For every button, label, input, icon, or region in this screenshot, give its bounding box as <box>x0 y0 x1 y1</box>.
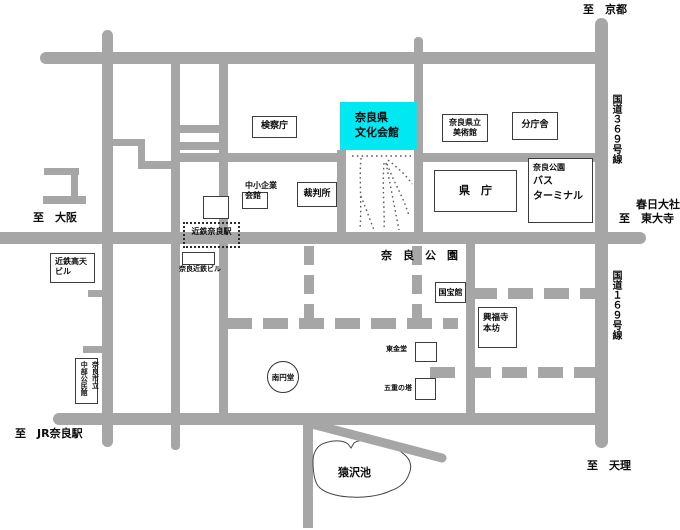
nara-kintetsu-building-label: 奈良近鉄ビル <box>179 265 221 273</box>
label-to-osaka: 至 大阪 <box>33 211 77 224</box>
sme-hall-line1: 中小企業 <box>245 181 277 190</box>
label-kasuga-taisha: 春日大社 <box>636 198 680 211</box>
road-west-stub-h1 <box>44 168 79 175</box>
bus-terminal-line3: ターミナル <box>533 190 583 202</box>
five-story-pagoda-label: 五重の塔 <box>384 384 412 392</box>
building-box-tokondo <box>415 342 437 362</box>
dashed-road-vertical-west <box>304 246 314 323</box>
road-zigzag-h1 <box>111 139 145 146</box>
road-top-horizontal <box>40 52 601 64</box>
building-box-sme-hall <box>242 192 268 209</box>
road-culturehall-west-vertical <box>337 150 346 243</box>
label-to-tenri: 至 天理 <box>587 459 631 472</box>
road-bottom-horizontal <box>53 413 602 425</box>
road-pond-vertical <box>303 413 313 528</box>
road-ladder-left-vertical <box>171 57 180 450</box>
label-route-369: 国道３６９号線 <box>610 94 621 164</box>
sarusawa-pond-shape <box>312 439 412 498</box>
road-diagonal-southeast <box>303 418 447 463</box>
road-park-center-vertical <box>466 237 475 418</box>
dashed-road-horizontal-lower <box>430 367 595 378</box>
community-center-col2: 中部公民館 <box>80 361 89 396</box>
kofukuji-line2: 本坊 <box>483 323 501 334</box>
building-label: 分庁舎 <box>521 120 549 131</box>
building-prefectural-office: 県 庁 <box>434 170 517 212</box>
building-box-nara-kintetsu-building <box>182 252 215 265</box>
bus-terminal-line2: バス <box>533 176 553 187</box>
building-box-five-story-pagoda <box>415 378 436 400</box>
building-label: 県 庁 <box>459 184 492 198</box>
building-nara-park-bus-terminal: 奈良公園 バス ターミナル <box>528 158 593 223</box>
road-ladder-rung-1 <box>171 125 228 133</box>
building-sme-hall-label: 中小企業 会館 <box>245 181 277 200</box>
kintetsu-nara-station-box: 近鉄奈良駅 <box>183 222 240 248</box>
road-culturehall-east-vertical <box>414 37 423 243</box>
building-national-treasure-hall: 国宝館 <box>435 282 466 303</box>
building-prosecutors-office: 検察庁 <box>252 116 297 138</box>
sme-hall-line2: 会館 <box>245 190 261 200</box>
tokondo-label: 東金堂 <box>386 345 407 353</box>
building-nanendo-circle: 南円堂 <box>267 361 299 393</box>
park-paths-dotted-area <box>348 149 413 232</box>
label-sarusawa-pond: 猿沢池 <box>338 466 371 479</box>
label-to-todaiji: 至 東大寺 <box>619 212 674 225</box>
building-prefectural-art-museum: 奈良県立 美術館 <box>442 114 488 142</box>
dashed-road-horizontal-upper <box>472 288 595 299</box>
building-box-city-community-center: 奈良市立 中部公民館 <box>75 358 100 404</box>
takama-line1: 近鉄高天 <box>55 257 87 266</box>
building-label-line1: 奈良県立 <box>449 118 481 127</box>
community-center-label: 奈良市立 中部公民館 <box>78 359 100 396</box>
building-label: 検察庁 <box>260 121 288 132</box>
label-nara-park: 奈 良 公 園 <box>381 249 458 262</box>
label-to-kyoto: 至 京都 <box>583 3 627 16</box>
kintetsu-nara-station-label: 近鉄奈良駅 <box>191 227 232 236</box>
label-route-169: 国道１６９号線 <box>610 270 621 340</box>
building-nara-prefectural-culture-hall: 奈良県 文化会館 <box>340 102 417 150</box>
building-kofukuji-hombo: 興福寺 本坊 <box>478 307 517 348</box>
road-zigzag-v <box>138 139 145 168</box>
road-mid-horizontal-east <box>414 153 601 162</box>
road-ladder-right-vertical <box>219 57 228 419</box>
road-west-stub-v <box>71 168 78 203</box>
road-stub-290 <box>88 290 106 297</box>
dashed-road-vertical-east <box>412 246 422 324</box>
building-label: 裁判所 <box>303 188 331 199</box>
bus-terminal-line1: 奈良公園 <box>533 163 565 172</box>
label-to-jr-nara-station: 至 JR奈良駅 <box>15 427 83 440</box>
building-branch-office: 分庁舎 <box>512 112 558 140</box>
building-label-line2: 美術館 <box>453 128 477 137</box>
road-mid-horizontal-west <box>172 153 346 162</box>
building-box-station-north <box>203 196 229 219</box>
kofukuji-line1: 興福寺 <box>483 313 509 323</box>
road-stub-347 <box>83 346 106 353</box>
road-ladder-rung-2 <box>171 142 228 150</box>
road-zigzag-h2 <box>138 161 176 169</box>
takama-line2: ビル <box>55 267 71 276</box>
building-courthouse: 裁判所 <box>297 182 337 207</box>
dashed-road-horizontal-middle <box>227 318 458 329</box>
community-center-col1: 奈良市立 <box>91 361 100 389</box>
road-west-stub-h2 <box>43 196 86 204</box>
culture-hall-line1: 奈良県 <box>355 111 388 125</box>
road-main-horizontal <box>0 232 646 244</box>
nanendo-label: 南円堂 <box>271 372 295 382</box>
culture-hall-line2: 文化会館 <box>355 126 399 139</box>
building-kintetsu-takama-building: 近鉄高天 ビル <box>50 253 95 283</box>
building-label: 国宝館 <box>438 287 463 297</box>
